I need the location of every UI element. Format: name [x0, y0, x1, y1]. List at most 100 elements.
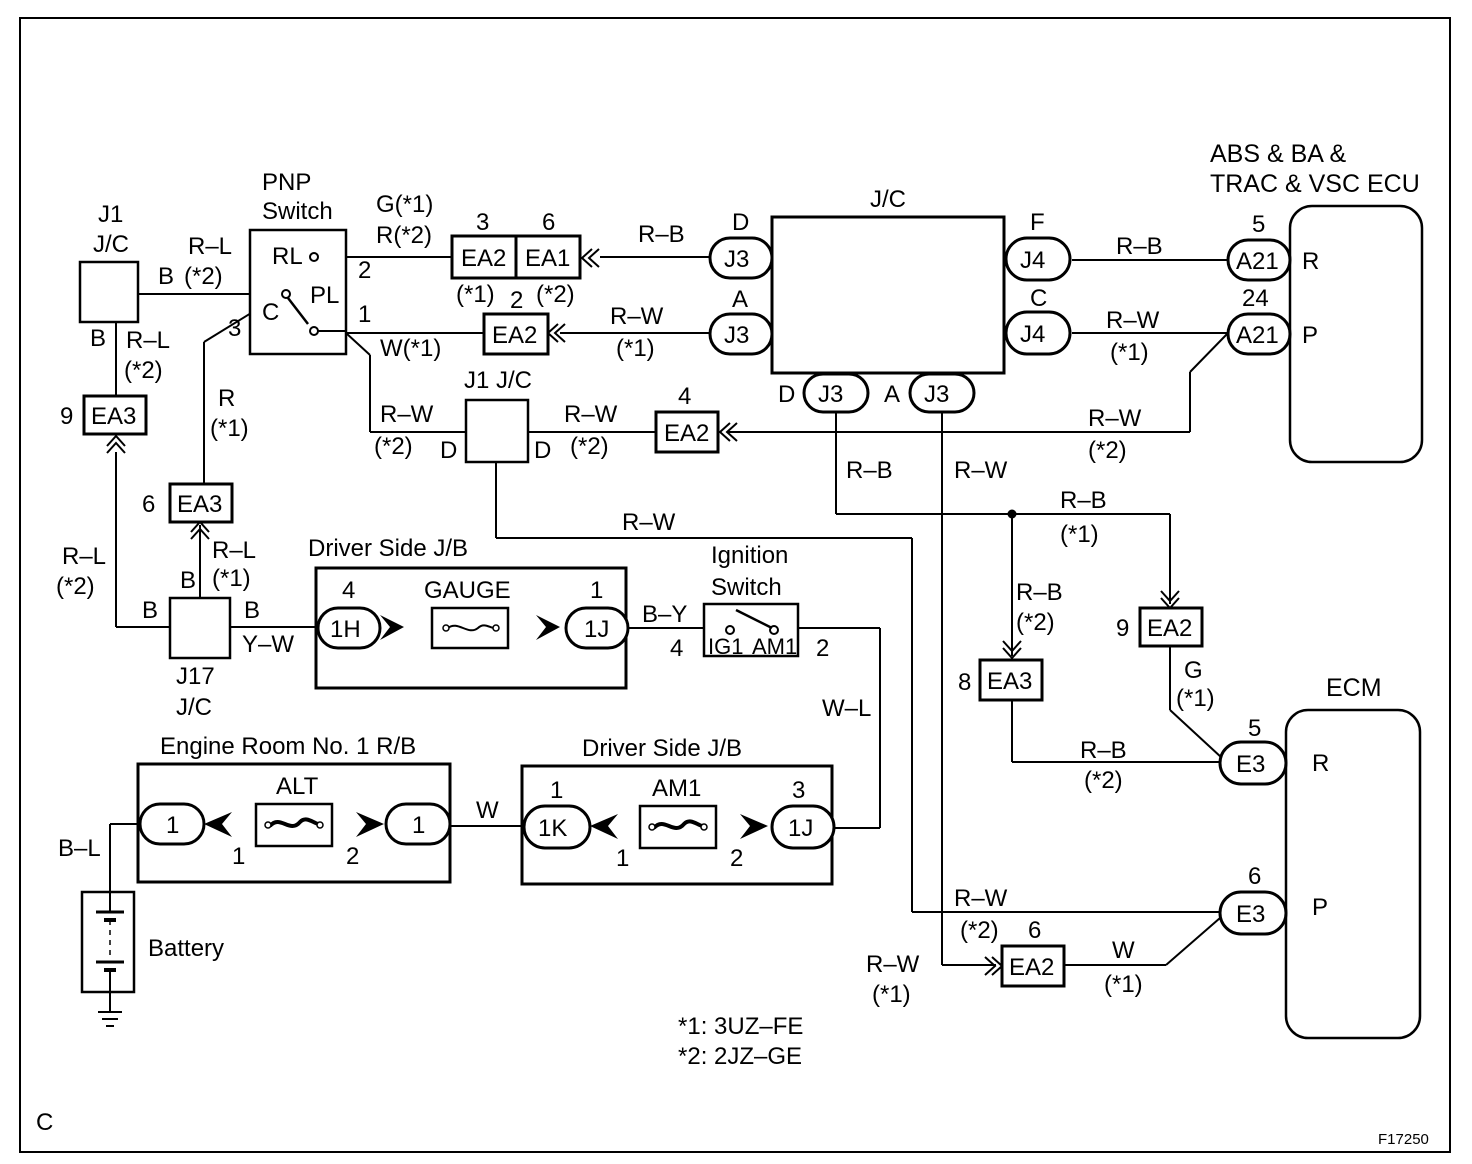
- j1-jc-left: J1 J/C: [78, 201, 140, 324]
- wire-label: (*2): [1088, 437, 1127, 464]
- connector-1j-am1: 1J: [770, 804, 836, 850]
- pin-number: 1: [232, 843, 245, 870]
- pin-number: 9: [60, 403, 73, 430]
- connector-label: EA3: [177, 491, 222, 518]
- connector-j3-d-top: J3: [708, 236, 774, 280]
- connector-label: EA2: [664, 420, 709, 447]
- ignition-term-am1: AM1: [752, 634, 797, 659]
- connector-label: 1H: [330, 616, 361, 643]
- connector-label: J4: [1020, 321, 1045, 348]
- connector-label: 1: [412, 812, 425, 839]
- connector-ea2-bottom: EA2: [984, 944, 1066, 988]
- wire-label: R–W: [954, 885, 1008, 912]
- wire-label: (*2): [184, 263, 223, 290]
- connector-ea2-top: EA2: [450, 234, 518, 280]
- connector-label: 1J: [788, 815, 813, 842]
- ecm-title: ECM: [1326, 674, 1382, 702]
- pin-letter: D: [440, 437, 457, 464]
- connector-label: 1: [166, 812, 179, 839]
- wire-label: (*2): [1084, 767, 1123, 794]
- pin-number: 2: [346, 843, 359, 870]
- pin-letter: B: [180, 567, 196, 594]
- wire-label: R–L: [188, 233, 232, 260]
- wire-label: R–B: [638, 221, 685, 248]
- pin-number: 1: [358, 301, 371, 328]
- pin-number: 5: [1252, 211, 1265, 238]
- connector-1k: 1K: [522, 804, 592, 850]
- connector-ea2-row3: EA2: [654, 410, 738, 454]
- connector-1j-gauge: 1J: [564, 606, 630, 650]
- pin-letter: D: [732, 209, 749, 236]
- connector-label: J3: [724, 246, 749, 273]
- corner-label: C: [36, 1109, 53, 1136]
- wire-label: (*2): [570, 433, 609, 460]
- connector-label: J3: [724, 322, 749, 349]
- pnp-term-rl: RL: [272, 243, 303, 270]
- wire-label: Y–W: [242, 631, 294, 658]
- connector-j3-a-top: J3: [708, 312, 774, 356]
- connector-label: J3: [818, 381, 843, 408]
- abs-ecu-term-p: P: [1302, 322, 1318, 349]
- connector-label: EA2: [1147, 615, 1192, 642]
- pin-number: 1: [590, 577, 603, 604]
- wire-label: (*1): [1110, 339, 1149, 366]
- wire-label: R(*2): [376, 222, 432, 249]
- j17-title-line2: J/C: [176, 694, 212, 721]
- ignition-title-line1: Ignition: [711, 542, 788, 569]
- wire-label: W–L: [822, 695, 871, 722]
- wire-label: R–W: [610, 303, 664, 330]
- pin-number: 3: [476, 209, 489, 236]
- pin-number: 9: [1116, 615, 1129, 642]
- arrow-icon: [356, 812, 384, 837]
- pin-number: 5: [1248, 715, 1261, 742]
- ignition-switch: Ignition Switch IG1 AM1: [702, 542, 800, 659]
- j17-title-line1: J17: [176, 663, 215, 690]
- wire-label: R–B: [1060, 487, 1107, 514]
- pin-number: 6: [1028, 917, 1041, 944]
- connector-a21-r: A21: [1226, 238, 1292, 282]
- pin-letter: A: [732, 286, 748, 313]
- pin-number: 6: [142, 491, 155, 518]
- arrow-icon: [590, 814, 618, 839]
- connector-j3-d-bottom: J3: [802, 372, 870, 414]
- abs-ecu-title-line1: ABS & BA &: [1210, 140, 1347, 168]
- connector-ea3-lower: EA3: [168, 482, 234, 540]
- wire-label: R–B: [846, 457, 893, 484]
- driver-jb-gauge-title: Driver Side J/B: [308, 535, 468, 562]
- abs-ecu-term-r: R: [1302, 248, 1319, 275]
- wire-label: G(*1): [376, 191, 433, 218]
- note-3uz: *1: 3UZ–FE: [678, 1013, 803, 1040]
- wire-label: R–W: [622, 509, 676, 536]
- ecm: ECM R P: [1284, 674, 1422, 1040]
- wire-label: R–W: [564, 401, 618, 428]
- jc-main-title: J/C: [870, 186, 906, 213]
- gauge-fuse-label: GAUGE: [424, 577, 511, 604]
- connector-label: 1J: [584, 616, 609, 643]
- pin-number: 3: [228, 315, 241, 342]
- wire-label: (*1): [456, 281, 495, 308]
- connector-1-alt-left: 1: [138, 802, 206, 846]
- connector-label: A21: [1236, 248, 1279, 275]
- wire-label: R–W: [380, 401, 434, 428]
- driver-jb-am1-title: Driver Side J/B: [582, 735, 742, 762]
- wire-label: G: [1184, 657, 1203, 684]
- wire-label: (*1): [616, 335, 655, 362]
- connector-label: EA2: [492, 322, 537, 349]
- connector-ea1-top: EA1: [514, 234, 600, 280]
- pin-letter: B: [90, 325, 106, 352]
- ignition-term-ig1: IG1: [708, 634, 743, 659]
- connector-j4-c: J4: [1004, 310, 1072, 356]
- pin-number: 1: [616, 845, 629, 872]
- pin-letter: C: [1030, 285, 1047, 312]
- wire-label: (*2): [1016, 609, 1055, 636]
- pin-letter: D: [534, 437, 551, 464]
- connector-1h: 1H: [316, 606, 382, 650]
- battery: Battery: [80, 890, 224, 994]
- wire-label: (*1): [1176, 685, 1215, 712]
- ignition-title-line2: Switch: [711, 574, 782, 601]
- pin-letter: F: [1030, 209, 1045, 236]
- pin-number: 2: [730, 845, 743, 872]
- battery-title: Battery: [148, 935, 224, 962]
- pin-letter: B: [244, 597, 260, 624]
